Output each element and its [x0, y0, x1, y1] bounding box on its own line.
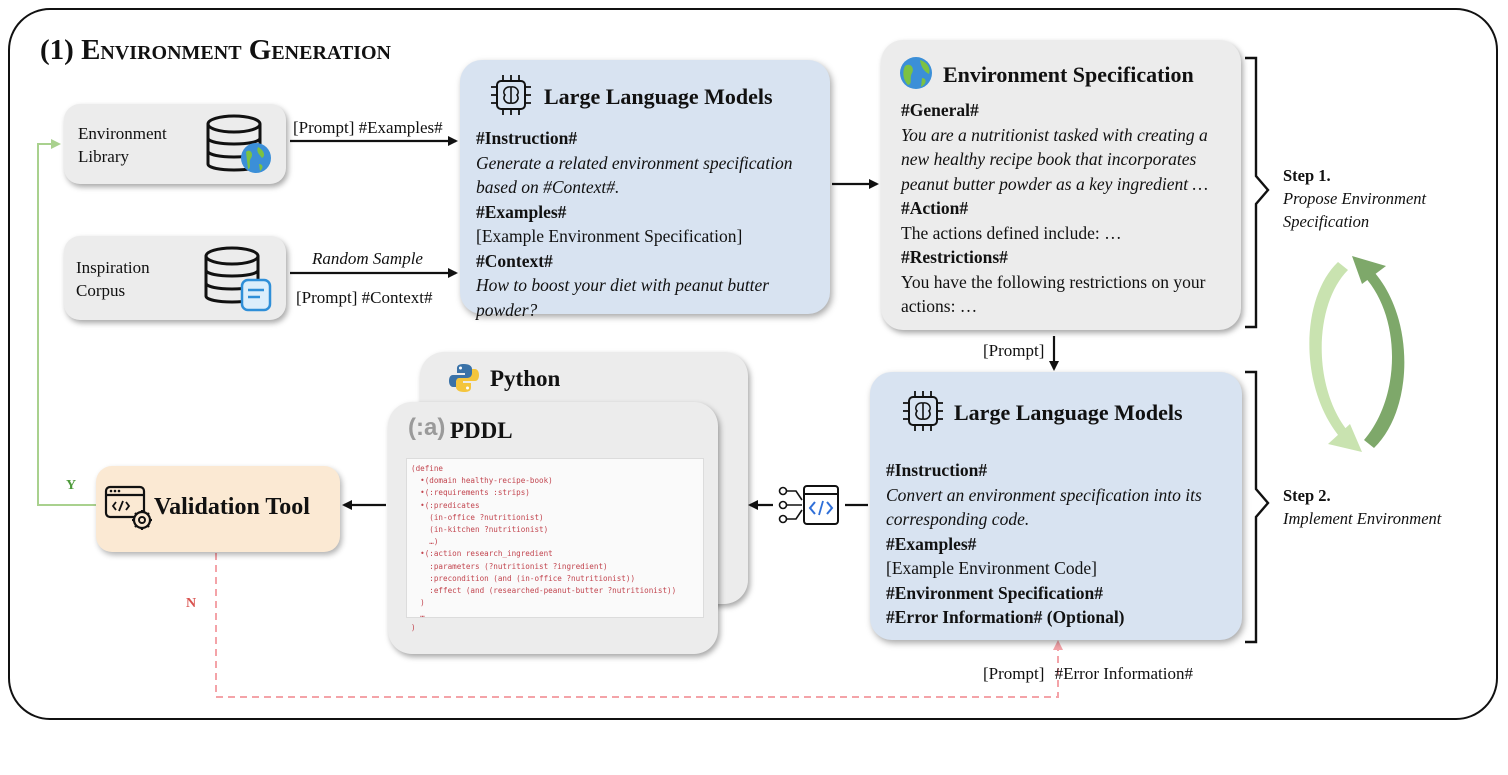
edge-label-prompt-context: [Prompt] #Context#	[296, 288, 433, 307]
database-note-icon	[204, 246, 272, 312]
step1-line2: Specification	[1283, 212, 1370, 231]
inspiration-corpus-label-line2: Corpus	[76, 281, 126, 300]
validation-tool-node: Validation Tool	[96, 466, 340, 552]
database-globe-icon	[206, 114, 271, 173]
section-title-text: Environment Generation	[81, 34, 391, 66]
env-spec-restrictions-head: #Restrictions#	[901, 247, 1008, 267]
pddl-card: (:a) PDDL (define •(domain healthy-recip…	[388, 402, 718, 654]
llm-bottom-instruction-body: Convert an environment specification int…	[886, 484, 1202, 530]
llm-bottom-title: Large Language Models	[954, 400, 1183, 425]
env-spec-content: #General# You are a nutritionist tasked …	[901, 98, 1231, 319]
llm-bottom-examples-body: [Example Environment Code]	[886, 558, 1097, 578]
environment-library-node: Environment Library	[64, 104, 286, 184]
edge-label-yes: Y	[66, 478, 77, 493]
llm-bottom-instruction-head: #Instruction#	[886, 460, 988, 480]
step2-line1: Implement Environment	[1283, 509, 1442, 528]
pddl-code-line: …	[411, 610, 425, 620]
pddl-code-line: :precondition (and (in-office ?nutrition…	[411, 573, 636, 583]
env-spec-restrictions-body: You have the following restrictions on y…	[901, 271, 1206, 317]
pddl-code-line: •(:action research_ingredient	[411, 549, 553, 559]
pddl-code-lines: (define •(domain healthy-recipe-book) •(…	[411, 463, 676, 634]
brace-step2	[1245, 370, 1270, 644]
llm-bottom-examples-head: #Examples#	[886, 533, 977, 554]
env-spec-general-body: You are a nutritionist tasked with creat…	[901, 124, 1209, 194]
section-number: (1)	[40, 34, 82, 66]
llm-top-instruction-body: Generate a related environment specifica…	[476, 152, 793, 198]
environment-library-label-line1: Environment	[78, 124, 167, 143]
validation-gear-icon	[104, 485, 152, 530]
section-frame	[8, 8, 1498, 720]
edge-label-prompt-spec: [Prompt]	[983, 341, 1045, 360]
python-logo-icon	[449, 364, 479, 392]
pddl-code-line: (define	[411, 464, 444, 473]
pddl-code-line: •(domain healthy-recipe-book)	[411, 476, 553, 486]
inspiration-corpus-node: Inspiration Corpus	[64, 236, 286, 320]
pddl-code-line: •(:requirements :strips)	[411, 488, 530, 498]
pddl-code-line: :parameters (?nutritionist ?ingredient)	[411, 561, 608, 571]
yes-feedback-path	[37, 139, 96, 506]
pddl-code-panel: (define •(domain healthy-recipe-book) •(…	[406, 458, 704, 632]
step2-label: Step 2. Implement Environment	[1283, 484, 1441, 530]
pddl-code-line: :effect (and (researched-peanut-butter ?…	[411, 586, 677, 596]
cycle-arrows-icon	[1309, 256, 1405, 452]
step1-title: Step 1.	[1283, 166, 1331, 185]
env-spec-action-body: The actions defined include: …	[901, 222, 1122, 243]
inspiration-corpus-label: Inspiration Corpus	[76, 256, 150, 302]
brain-chip-icon	[903, 391, 943, 431]
llm-top-title: Large Language Models	[544, 84, 773, 109]
llm-top-context-head: #Context#	[476, 250, 553, 271]
llm-top-context-body: How to boost your diet with peanut butte…	[476, 275, 770, 320]
llm-bottom-error-head: #Error Information# (Optional)	[886, 607, 1125, 627]
brain-chip-icon	[491, 75, 531, 115]
no-feedback-path	[215, 553, 1063, 698]
validation-tool-label: Validation Tool	[154, 494, 310, 520]
env-spec-action-head: #Action#	[901, 198, 969, 218]
brace-step1	[1245, 56, 1270, 329]
edge-label-prompt-bottom: [Prompt]	[983, 664, 1045, 683]
pddl-code-line: …)	[411, 537, 439, 547]
globe-icon	[900, 57, 932, 89]
edge-label-random-sample: Random Sample	[312, 249, 423, 268]
llm-specification-box: Large Language Models #Instruction# Gene…	[460, 60, 830, 320]
step2-title: Step 2.	[1283, 486, 1331, 505]
pddl-card-title: PDDL	[450, 418, 513, 443]
llm-bottom-content: #Instruction# Convert an environment spe…	[886, 458, 1236, 630]
edge-label-error-information: #Error Information#	[1054, 664, 1193, 683]
code-convert-icon	[778, 485, 839, 525]
edge-label-error-feedback: [Prompt] #Error Information#	[983, 662, 1193, 685]
environment-library-label-line2: Library	[78, 147, 129, 166]
section-title: (1) Environment Generation	[40, 34, 391, 67]
environment-specification-box: Environment Specification #General# You …	[881, 40, 1241, 330]
pddl-code-line: )	[411, 622, 416, 632]
pddl-code-line: •(:predicates	[411, 500, 480, 510]
llm-top-examples-head: #Examples#	[476, 201, 567, 222]
environment-library-label: Environment Library	[78, 122, 167, 168]
llm-code-box: Large Language Models #Instruction# Conv…	[870, 372, 1242, 640]
inspiration-corpus-label-line1: Inspiration	[76, 258, 150, 277]
llm-bottom-spec-head: #Environment Specification#	[886, 582, 1103, 603]
python-card-title: Python	[490, 366, 561, 391]
pddl-logo-icon: (:a)	[408, 414, 446, 441]
llm-top-instruction-head: #Instruction#	[476, 128, 578, 148]
pddl-code-line: (in-kitchen ?nutritionist)	[411, 525, 549, 535]
step1-line1: Propose Environment	[1283, 189, 1427, 208]
env-spec-general-head: #General#	[901, 100, 979, 120]
pddl-code-line: (in-office ?nutritionist)	[411, 512, 544, 522]
pddl-code-line: )	[411, 598, 425, 608]
edge-label-no: N	[186, 596, 197, 611]
llm-top-content: #Instruction# Generate a related environ…	[476, 126, 821, 322]
llm-top-examples-body: [Example Environment Specification]	[476, 226, 743, 246]
edge-label-prompt-examples: [Prompt] #Examples#	[293, 118, 443, 137]
step1-label: Step 1. Propose Environment Specificatio…	[1283, 164, 1426, 233]
env-spec-title: Environment Specification	[943, 62, 1194, 87]
